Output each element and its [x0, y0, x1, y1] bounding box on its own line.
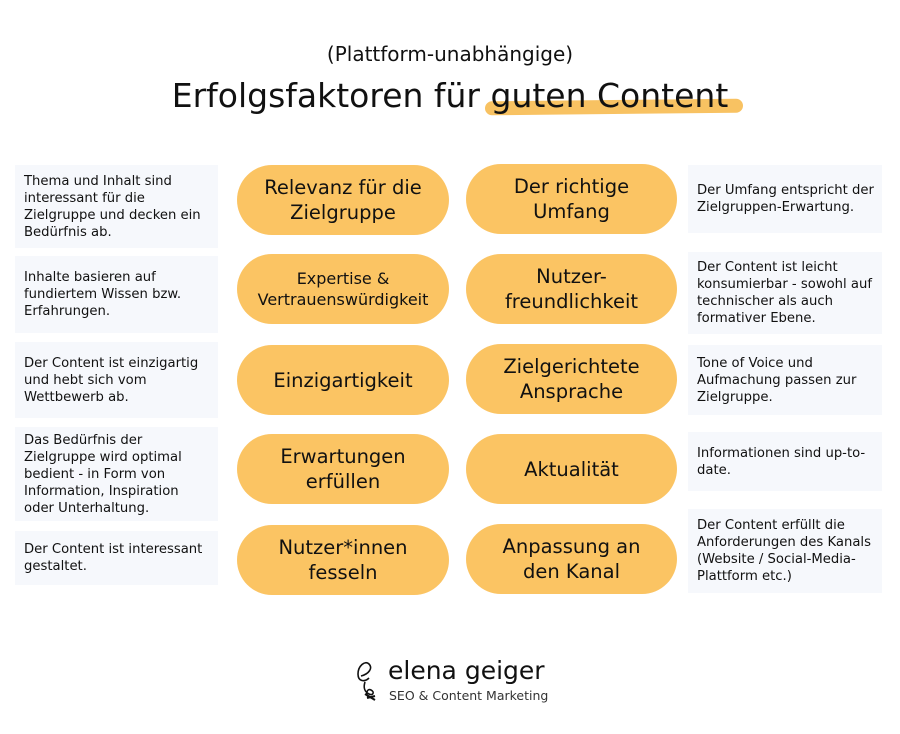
- factor-pill: Anpassung an den Kanal: [466, 524, 677, 594]
- brand-name: elena geiger: [388, 656, 545, 685]
- title-highlight: guten Content: [490, 76, 729, 115]
- description-box: Thema und Inhalt sind interessant für di…: [15, 165, 218, 248]
- factor-pill: Aktualität: [466, 434, 677, 504]
- page-title: Erfolgsfaktoren für guten Content: [0, 76, 900, 115]
- title-prefix: Erfolgsfaktoren für: [171, 76, 491, 115]
- factor-pill: Erwartungen erfüllen: [237, 434, 449, 504]
- brand-tagline: SEO & Content Marketing: [389, 688, 549, 703]
- description-box: Inhalte basieren auf fundiertem Wissen b…: [15, 256, 218, 333]
- factor-pill: Der richtige Umfang: [466, 164, 677, 234]
- description-box: Der Content ist interessant gestaltet.: [15, 531, 218, 585]
- factor-pill: Relevanz für die Zielgruppe: [237, 165, 449, 235]
- factor-pill: Expertise & Vertrauenswürdigkeit: [237, 254, 449, 324]
- signature-e-icon: [357, 661, 376, 701]
- factor-pill: Nutzer*innen fesseln: [237, 525, 449, 595]
- description-box: Der Content ist einzigartig und hebt sic…: [15, 342, 218, 418]
- description-box: Das Bedürfnis der Zielgruppe wird optima…: [15, 427, 218, 521]
- description-box: Der Content ist leicht konsumierbar - so…: [688, 252, 882, 334]
- description-box: Informationen sind up-to-date.: [688, 432, 882, 491]
- description-box: Der Umfang entspricht der Zielgruppen-Er…: [688, 165, 882, 233]
- brand-logo: elena geiger SEO & Content Marketing: [355, 656, 555, 708]
- description-box: Der Content erfüllt die Anforderungen de…: [688, 509, 882, 593]
- factor-pill: Nutzer-freundlichkeit: [466, 254, 677, 324]
- description-box: Tone of Voice und Aufmachung passen zur …: [688, 345, 882, 415]
- subtitle: (Plattform-unabhängige): [326, 42, 574, 66]
- factor-pill: Einzigartigkeit: [237, 345, 449, 415]
- factor-pill: Zielgerichtete Ansprache: [466, 344, 677, 414]
